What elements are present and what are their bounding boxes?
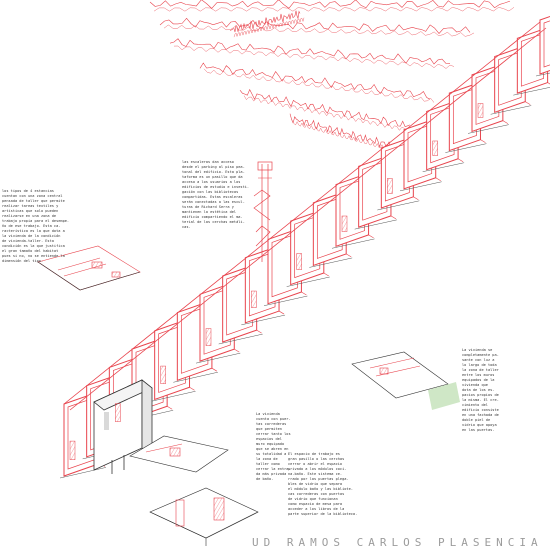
tree-scribble xyxy=(199,62,431,100)
portal-frame xyxy=(513,26,550,96)
note-left-workshop: los tipos de 4 estancias cuentan con una… xyxy=(2,189,70,263)
furniture-piece xyxy=(296,253,302,270)
furniture-piece xyxy=(387,178,393,194)
floor-plan-bottom xyxy=(129,435,229,473)
portal-frame xyxy=(399,117,442,192)
footer-author-label: UD RAMOS CARLOS PLASENCIA MORENO xyxy=(252,536,550,549)
furniture-piece xyxy=(160,365,166,384)
stair-tower xyxy=(253,161,273,262)
furniture-piece xyxy=(432,140,438,156)
furniture-piece xyxy=(69,440,76,460)
tree-scribble xyxy=(243,95,415,134)
vegetation-hatching xyxy=(149,0,515,155)
floor-plan-right xyxy=(351,351,460,410)
tree-scribble xyxy=(159,17,471,34)
section-box-bottom xyxy=(149,487,259,546)
tree-scribble xyxy=(203,68,435,103)
furniture-piece xyxy=(115,403,121,422)
tree-scribble xyxy=(163,24,475,37)
interior-furniture xyxy=(69,103,484,460)
top-rail xyxy=(63,21,547,411)
tree-scribble xyxy=(229,10,301,33)
tree-scribble xyxy=(149,0,511,9)
furniture-piece xyxy=(205,328,212,346)
furniture-piece xyxy=(477,103,484,118)
note-sliding-doors: La vivienda cuenta con puer- tas correde… xyxy=(256,412,291,481)
note-work-space: El espacio de trabajo es gran pasillo o … xyxy=(288,452,358,516)
tree-scribble xyxy=(289,113,401,150)
furniture-piece xyxy=(251,290,257,308)
furniture-piece xyxy=(341,215,348,232)
building-core-block xyxy=(93,379,153,474)
note-stairs-access: las escaleras dan acceso desde el parkin… xyxy=(182,160,250,229)
tree-scribble xyxy=(239,88,411,127)
tree-scribble xyxy=(233,17,305,38)
floor-plan-left xyxy=(37,245,141,291)
tree-scribble xyxy=(153,7,515,12)
note-through-dwelling: La vivienda se completamente pa- sante c… xyxy=(462,348,499,432)
tree-scribble xyxy=(173,45,455,69)
tree-scribble xyxy=(169,38,451,65)
